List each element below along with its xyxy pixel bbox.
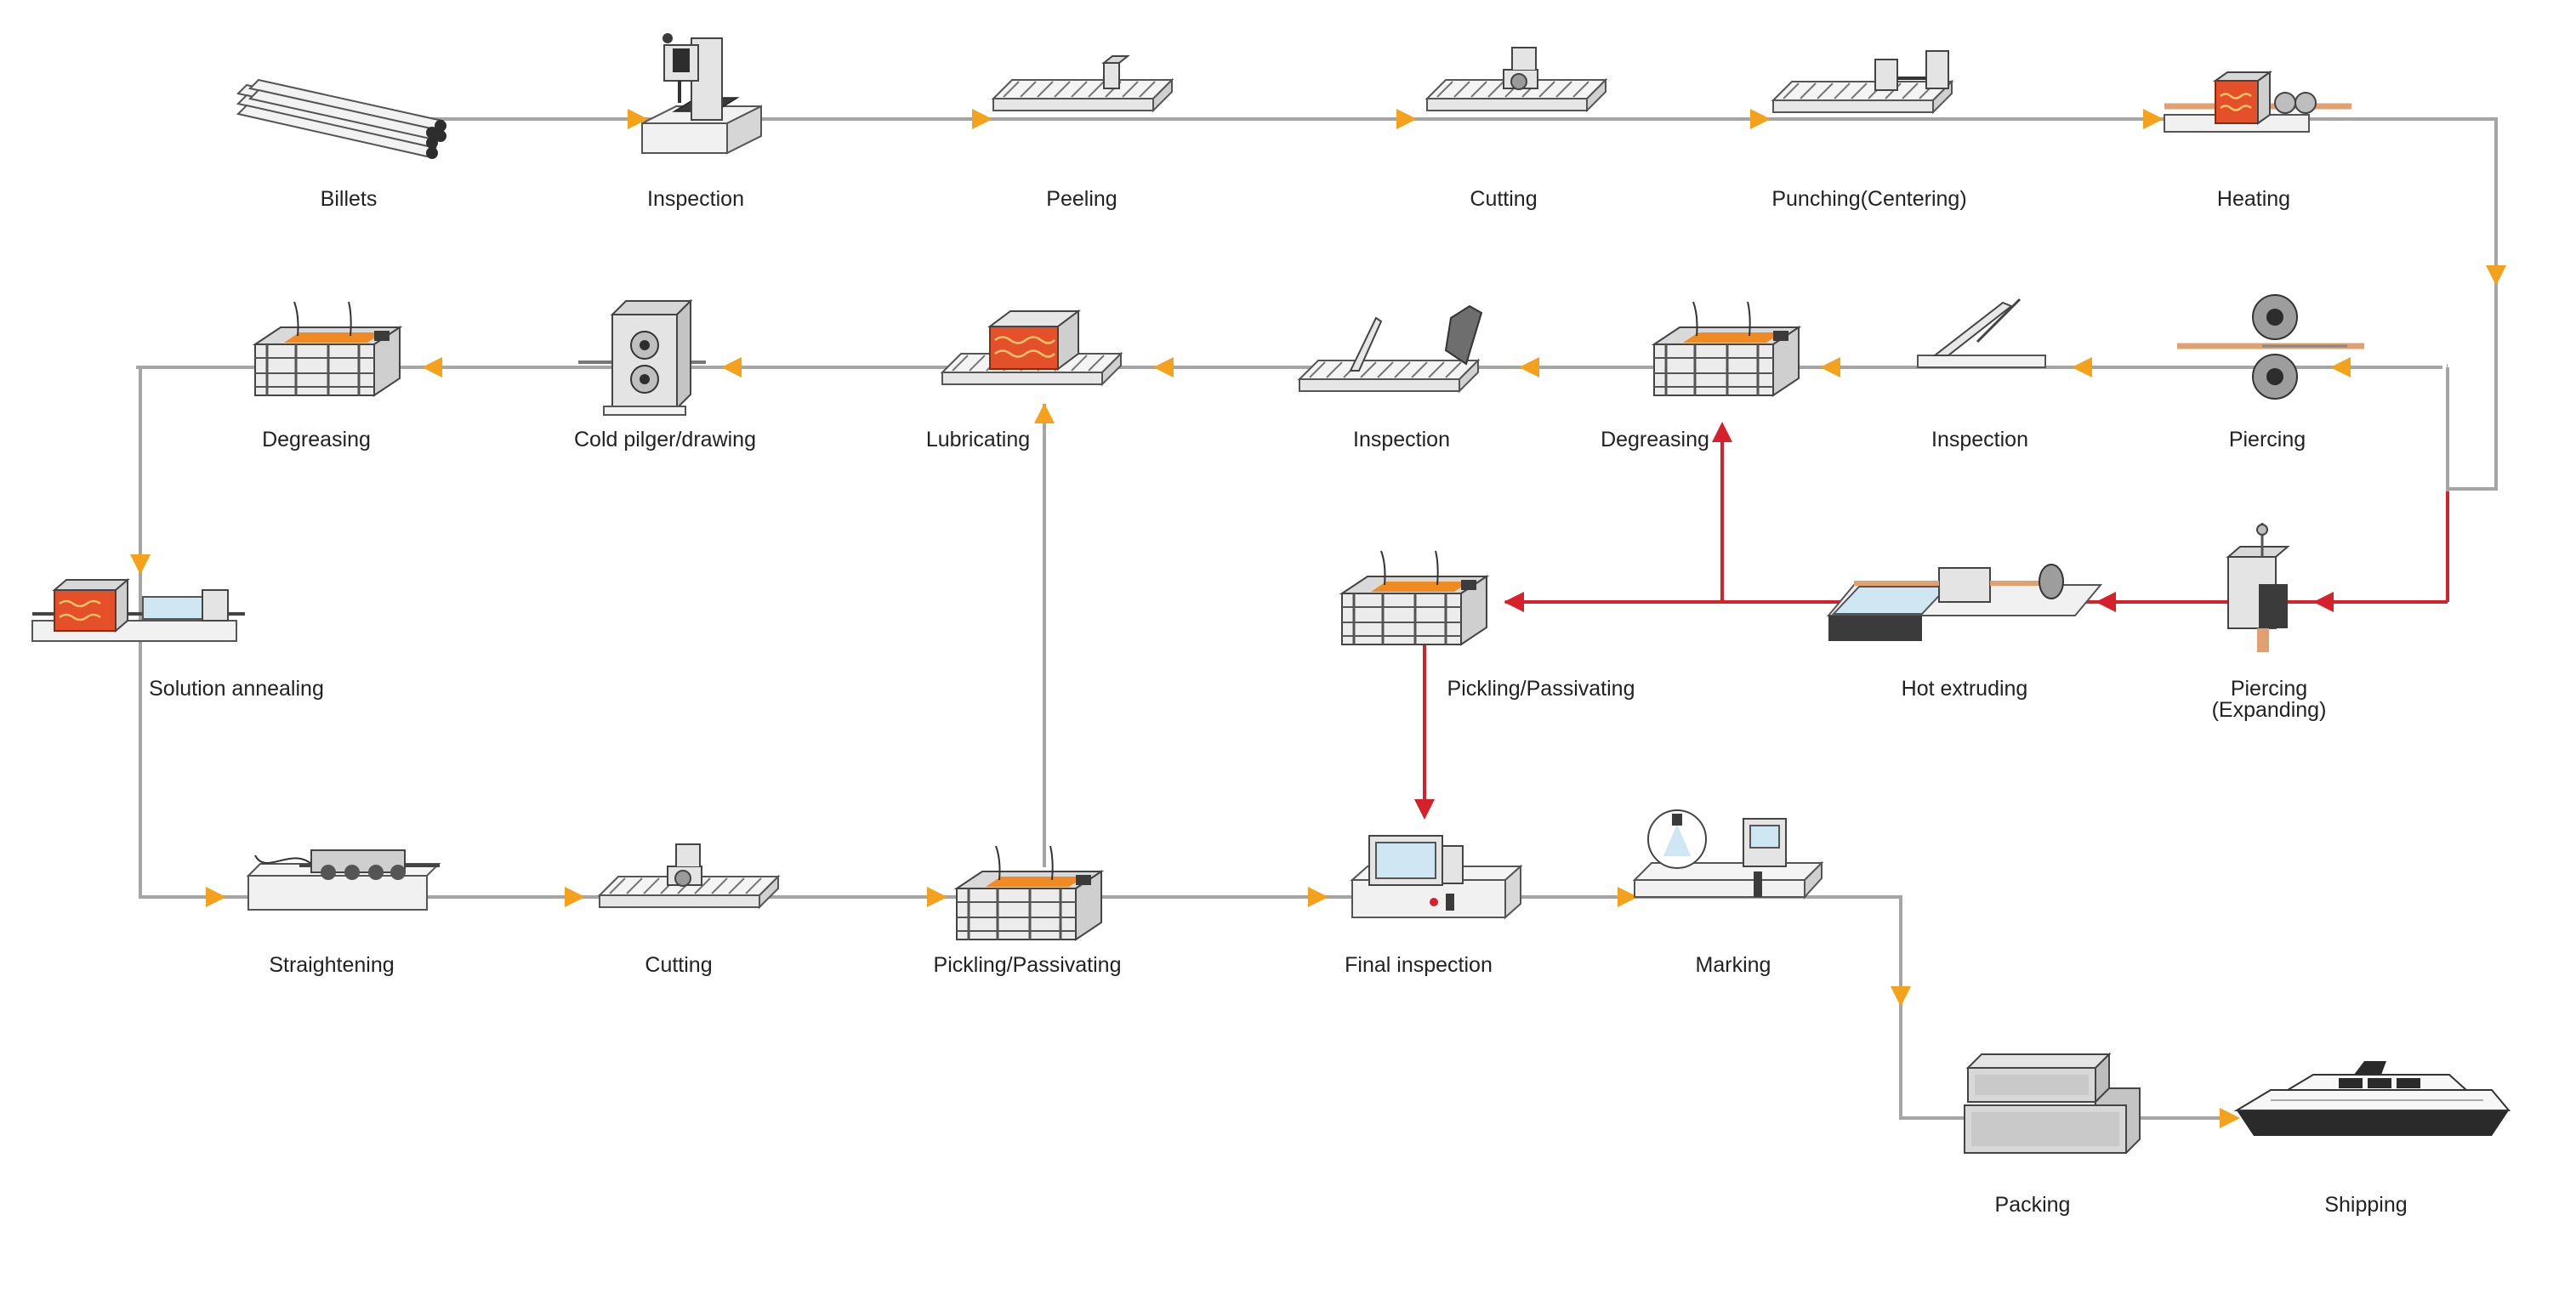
arrow-up-lubricating — [1034, 403, 1055, 423]
arrow-left-6 — [721, 357, 742, 378]
arrow-right-9 — [1308, 887, 1328, 907]
label-peeling: Peeling — [1046, 187, 1117, 211]
inspection-machine-icon — [1299, 304, 1483, 392]
arrow-right-8 — [927, 887, 947, 907]
arrow-left-5 — [1153, 357, 1174, 378]
extrusion-press-icon — [1826, 564, 2103, 641]
label-marking: Marking — [1696, 953, 1771, 977]
arrow-right-10 — [1618, 887, 1638, 907]
billets-icon — [236, 78, 446, 159]
label-piercing-1: Piercing — [2229, 428, 2306, 451]
arrow-down-heating — [2486, 265, 2506, 286]
flow-connectors — [136, 117, 2498, 1120]
piercing-mill-icon — [2177, 294, 2364, 400]
annealing-furnace-icon — [31, 577, 245, 642]
label-piercing-expanding-sub: (Expanding) — [2212, 698, 2327, 722]
red-arrow-left-1 — [2313, 592, 2334, 612]
cutting-machine-icon — [1426, 47, 1606, 111]
arrow-left-7 — [422, 357, 442, 378]
marking-machine-icon — [1632, 809, 1824, 900]
cold-pilger-icon — [578, 298, 706, 416]
cutting-machine-icon — [599, 843, 779, 908]
label-inspection-3: Inspection — [1353, 428, 1450, 451]
label-billets: Billets — [321, 187, 378, 211]
arrow-right-4 — [1750, 109, 1771, 129]
arrow-right-5 — [2143, 109, 2164, 129]
label-straightening: Straightening — [269, 953, 394, 977]
arrow-right-1 — [628, 109, 648, 129]
flow-arrowheads — [130, 109, 2506, 1128]
label-piercing-expanding: Piercing — [2231, 677, 2307, 701]
label-shipping: Shipping — [2324, 1193, 2407, 1217]
pickling-tank-icon — [955, 844, 1103, 941]
label-degreasing-1: Degreasing — [1601, 428, 1709, 451]
peeling-machine-icon — [992, 55, 1173, 111]
arrow-left-1 — [2330, 357, 2351, 378]
arrow-right-6 — [206, 887, 226, 907]
arrow-right-3 — [1396, 109, 1417, 129]
final-inspection-icon — [1350, 835, 1523, 920]
label-cutting-1: Cutting — [1470, 187, 1537, 211]
expanding-press-icon — [2226, 523, 2290, 652]
label-solution-annealing: Solution annealing — [149, 677, 324, 701]
label-hot-extruding: Hot extruding — [1902, 677, 2028, 701]
label-pickling-1: Pickling/Passivating — [1447, 677, 1635, 701]
ship-icon — [2233, 1061, 2511, 1136]
red-arrow-up-degreasing — [1712, 422, 1732, 442]
inspection-machine-icon — [641, 33, 762, 155]
arrow-left-4 — [1519, 357, 1539, 378]
label-cold-pilger: Cold pilger/drawing — [574, 428, 756, 451]
arrow-right-7 — [565, 887, 585, 907]
label-inspection-2: Inspection — [1931, 428, 2028, 451]
label-packing: Packing — [1995, 1193, 2071, 1217]
punching-machine-icon — [1772, 50, 1953, 113]
packing-crates-icon — [1964, 1052, 2141, 1154]
red-arrow-left-2 — [2095, 592, 2116, 612]
label-pickling-2: Pickling/Passivating — [934, 953, 1122, 977]
label-cutting-2: Cutting — [645, 953, 712, 977]
red-arrow-left-3 — [1504, 592, 1524, 612]
label-lubricating: Lubricating — [926, 428, 1030, 451]
label-inspection-1: Inspection — [647, 187, 744, 211]
straightening-machine-icon — [246, 849, 441, 911]
arrow-left-2 — [2072, 357, 2092, 378]
heating-furnace-icon — [2164, 71, 2351, 133]
label-heating: Heating — [2217, 187, 2290, 211]
pickling-tank-icon — [1340, 549, 1488, 646]
step-labels: Billets Inspection Peeling Cutting Punch… — [149, 187, 2408, 1217]
arrow-right-shipping — [2220, 1108, 2240, 1128]
arrow-down-packing — [1891, 986, 1911, 1007]
arrow-left-3 — [1820, 357, 1840, 378]
inspection-machine-icon — [1917, 298, 2046, 368]
label-degreasing-2: Degreasing — [262, 428, 371, 451]
red-arrow-down-final — [1414, 799, 1435, 820]
degreasing-tank-icon — [253, 300, 401, 397]
arrow-down-annealing — [130, 554, 151, 575]
arrow-right-2 — [972, 109, 992, 129]
label-punching: Punching(Centering) — [1771, 187, 1966, 211]
label-final-inspection: Final inspection — [1345, 953, 1493, 977]
degreasing-tank-icon — [1652, 300, 1800, 397]
lubricating-furnace-icon — [942, 311, 1121, 384]
